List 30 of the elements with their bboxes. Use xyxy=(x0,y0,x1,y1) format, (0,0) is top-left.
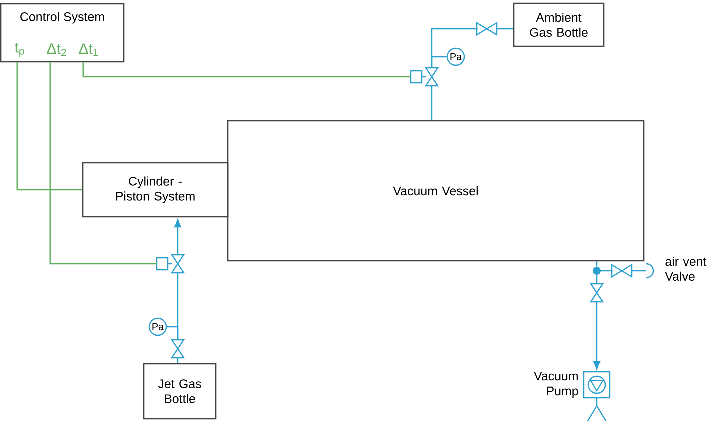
valve-label: air vent Valve xyxy=(665,256,707,282)
pipe-line xyxy=(596,275,598,284)
pump-label: Vacuum Pump xyxy=(534,372,578,398)
pressure-gauge: Pa xyxy=(446,48,466,66)
pipe-line xyxy=(431,56,447,68)
pipe-line xyxy=(496,28,514,30)
pipe-line xyxy=(601,270,613,272)
pipe-line xyxy=(82,62,411,78)
vacuum-pump-symbol xyxy=(583,371,611,422)
actuated-valve-symbol xyxy=(156,254,186,274)
pipe-line xyxy=(50,62,157,265)
component-box: Jet Gas Bottle xyxy=(143,363,217,420)
pipe-line xyxy=(177,358,179,364)
pipe-line xyxy=(167,326,179,340)
pipe-line xyxy=(596,262,598,267)
component-box: Cylinder -Piston System xyxy=(82,162,229,218)
junction-dot xyxy=(593,267,601,275)
component-box: Ambient Gas Bottle xyxy=(513,2,605,48)
actuated-valve-symbol xyxy=(410,67,440,87)
pipe-line xyxy=(174,219,182,255)
valve-symbol xyxy=(476,22,498,36)
pressure-gauge: Pa xyxy=(148,318,168,336)
vent-valve-symbol xyxy=(611,263,654,279)
pipe-line xyxy=(16,62,82,191)
pipe-line xyxy=(593,302,601,370)
pipe-line xyxy=(431,86,433,120)
valve-symbol xyxy=(170,339,186,359)
valve-symbol xyxy=(590,283,604,303)
control-system-box: Control System t$_{p}$ Δt$_{2}$ Δt$_{1}$ xyxy=(0,3,125,63)
component-box: Vacuum Vessel xyxy=(227,120,645,262)
